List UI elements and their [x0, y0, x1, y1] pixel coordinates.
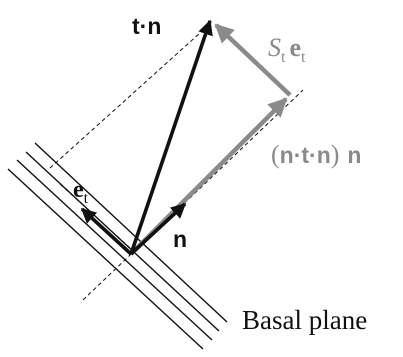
traction-vector-label: t·n [132, 13, 161, 39]
basal-plane-line [16, 159, 213, 341]
construction-lines [49, 23, 304, 301]
tangent-axis-dashed-line [49, 23, 211, 169]
basal-plane-label: Basal plane [242, 305, 367, 335]
normal-component-label: (n·t·n)n [271, 140, 361, 169]
traction-vector-arrow [129, 19, 213, 255]
basal-plane-line [7, 168, 204, 350]
tangent-unit-vector-label: et [73, 177, 89, 207]
normal-unit-vector-arrow [129, 202, 187, 256]
shear-component-arrow [214, 23, 292, 97]
tangent-unit-vector-arrow [80, 207, 133, 256]
normal-axis-dashed-line [82, 89, 304, 301]
basal-plane-lines [7, 142, 228, 350]
tangent-reference-dashed-line [59, 183, 131, 249]
normal-unit-vector-label: n [173, 226, 187, 252]
basal-plane-line [34, 142, 228, 323]
